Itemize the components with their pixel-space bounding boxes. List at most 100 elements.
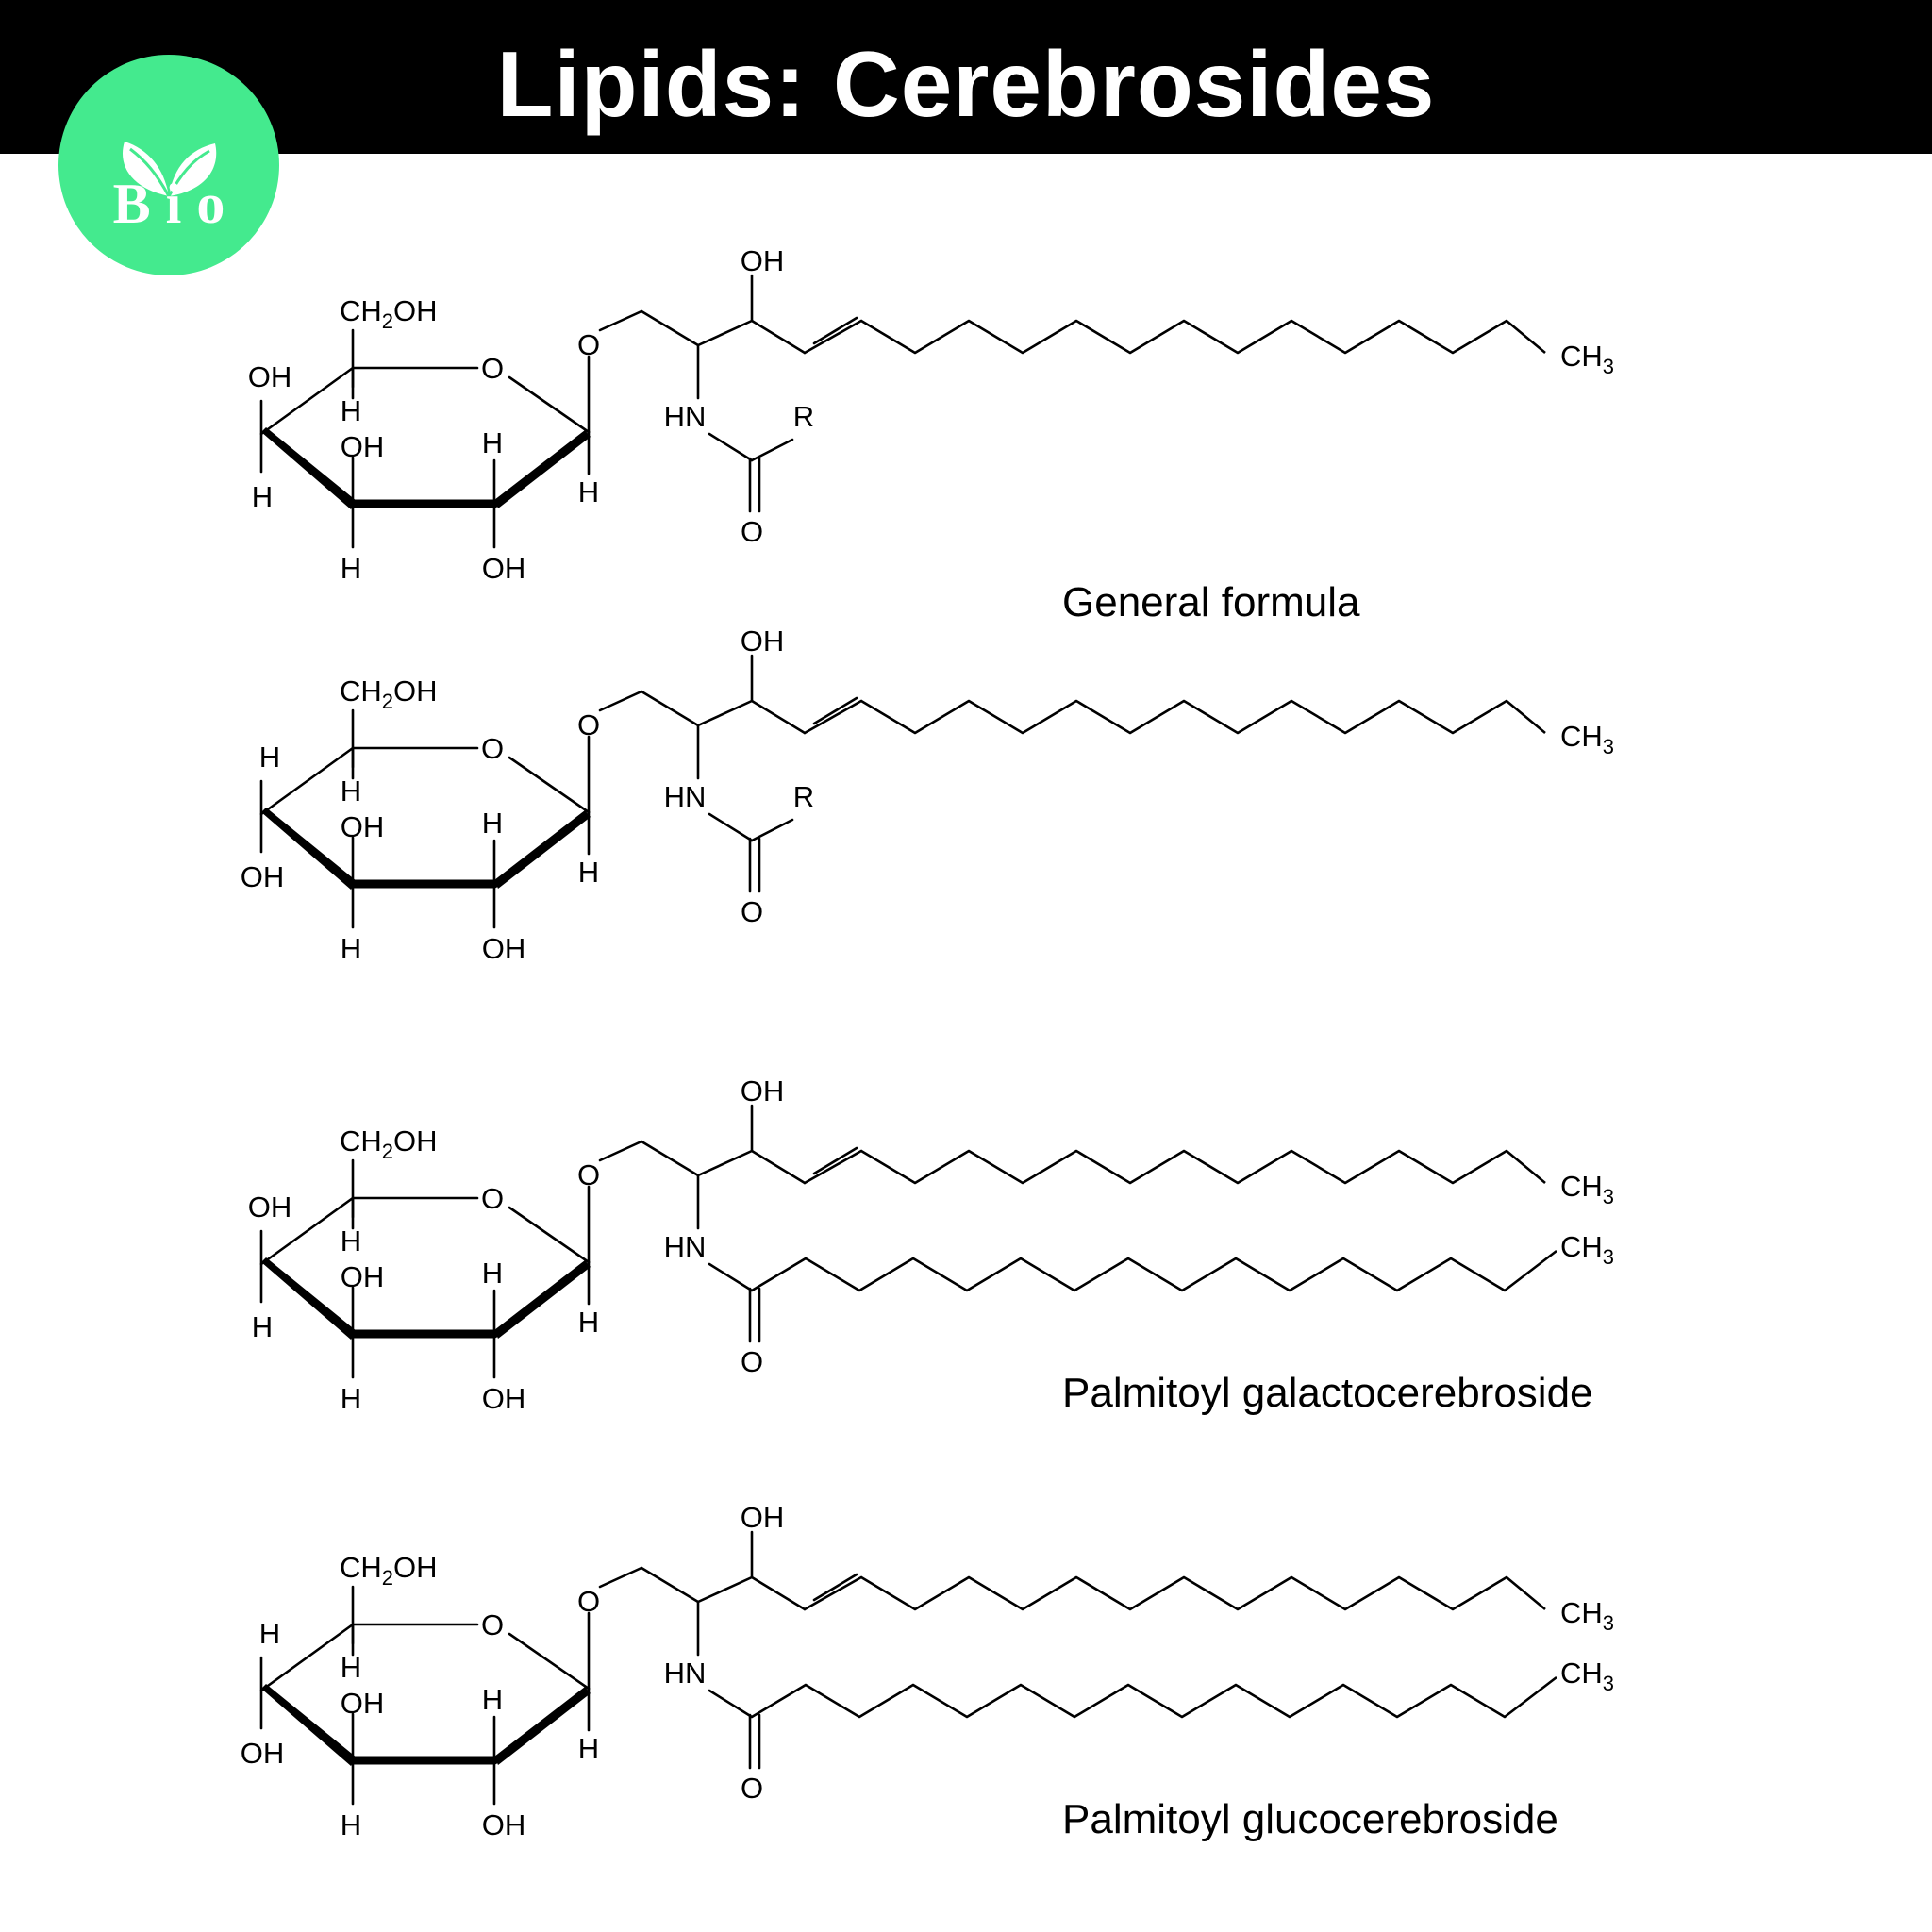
ring-bond-o-c1 — [508, 1632, 591, 1690]
c3-oh-label: OH — [341, 1687, 385, 1720]
double-bond-main — [803, 1149, 863, 1185]
leaf-icon — [122, 142, 217, 197]
ring-wedge-c2-c1 — [494, 1260, 591, 1339]
hn-label: HN — [664, 1657, 707, 1690]
ch2oh-label: CH2OH — [340, 1124, 438, 1163]
c1-h-label: H — [578, 1306, 599, 1339]
glycosidic-oxygen-label: O — [577, 1158, 600, 1191]
alkene-bond-a — [750, 699, 807, 735]
c5-h-label: H — [341, 394, 361, 427]
ring-bond-c5-c4 — [259, 1196, 355, 1266]
r-group-label: R — [793, 400, 814, 433]
r-group-label: R — [793, 780, 814, 813]
c4-top-label: OH — [248, 360, 292, 393]
c4-top-label: OH — [248, 1191, 292, 1224]
c1-h-label: H — [578, 1732, 599, 1765]
acyl-bond — [750, 438, 794, 462]
c3-oh-label: OH — [341, 1260, 385, 1293]
sphingosine-chain — [860, 1575, 1546, 1611]
ring-bond-o-c1 — [508, 756, 591, 814]
ring-wedge-c2-c1 — [494, 810, 591, 889]
c2-h-label: H — [482, 426, 503, 459]
c3-h-label: H — [341, 1382, 361, 1415]
sphingosine-chain — [860, 319, 1546, 355]
glyco-bond — [598, 309, 643, 332]
backbone-bond — [641, 309, 753, 347]
glycosidic-oxygen-label: O — [577, 1585, 600, 1618]
c3-h-label: H — [341, 932, 361, 965]
ring-oxygen-label: O — [481, 1608, 504, 1641]
header-bar — [0, 0, 1932, 154]
double-bond-second — [812, 696, 858, 725]
palmitoyl-chain — [751, 1675, 1557, 1719]
ring-oxygen-label: O — [481, 352, 504, 385]
acyl-bond — [750, 818, 794, 842]
glyco-bond — [598, 1566, 643, 1589]
sphingosine-ch3-label: CH3 — [1560, 1170, 1614, 1208]
palmitoyl-chain — [751, 1249, 1557, 1292]
backbone-oh-label: OH — [741, 244, 785, 277]
c2-h-label: H — [482, 1683, 503, 1716]
double-bond-second — [812, 1573, 858, 1602]
ring-bond-c5-c4 — [259, 746, 355, 816]
ring-bond-o-c1 — [508, 375, 591, 434]
bio-logo: Bio — [58, 55, 279, 275]
n-c-bond — [708, 1689, 754, 1719]
glycosidic-oxygen-label: O — [577, 328, 600, 361]
hn-label: HN — [664, 1230, 707, 1263]
backbone-bond — [641, 690, 753, 727]
caption-general-formula: General formula — [1062, 579, 1360, 625]
ring-wedge-c4-c3 — [261, 1684, 357, 1766]
c3-oh-label: OH — [341, 430, 385, 463]
ring-wedge-c2-c1 — [494, 1687, 591, 1765]
c4-top-label: H — [259, 1617, 280, 1650]
c1-h-label: H — [578, 856, 599, 889]
ring-wedge-c4-c3 — [261, 1257, 357, 1340]
palmitoyl-ch3-label: CH3 — [1560, 1230, 1614, 1269]
caption-palmitoyl-galactocerebroside: Palmitoyl galactocerebroside — [1062, 1370, 1593, 1416]
c4-bottom-label: OH — [241, 1737, 285, 1770]
double-bond-second — [812, 316, 858, 345]
glyco-bond — [598, 1140, 643, 1162]
glyco-bond — [598, 690, 643, 712]
ch2oh-label: CH2OH — [340, 294, 438, 333]
logo-text: Bio — [112, 173, 241, 235]
alkene-bond-a — [750, 1575, 807, 1611]
page-title: Lipids: Cerebrosides — [496, 32, 1436, 136]
carbonyl-oxygen-label: O — [741, 1345, 763, 1378]
backbone-oh-label: OH — [741, 625, 785, 658]
hn-label: HN — [664, 780, 707, 813]
ring-oxygen-label: O — [481, 1182, 504, 1215]
backbone-bond — [641, 1140, 753, 1177]
c3-h-label: H — [341, 552, 361, 585]
c2-oh-label: OH — [482, 1808, 526, 1841]
double-bond-main — [803, 699, 863, 735]
c4-bottom-label: H — [252, 1310, 273, 1343]
c1-h-label: H — [578, 475, 599, 508]
ring-wedge-c4-c3 — [261, 427, 357, 509]
c2-h-label: H — [482, 1257, 503, 1290]
double-bond-main — [803, 1575, 863, 1611]
c2-oh-label: OH — [482, 1382, 526, 1415]
alkene-bond-a — [750, 319, 807, 355]
c5-h-label: H — [341, 1651, 361, 1684]
c4-bottom-label: H — [252, 480, 273, 513]
n-c-bond — [708, 1262, 754, 1292]
alkene-bond-a — [750, 1149, 807, 1185]
sphingosine-chain — [860, 1149, 1546, 1185]
ring-bond-o-c1 — [508, 1206, 591, 1264]
caption-palmitoyl-glucocerebroside: Palmitoyl glucocerebroside — [1062, 1796, 1558, 1842]
c5-h-label: H — [341, 1224, 361, 1257]
ring-wedge-c2-c1 — [494, 430, 591, 508]
c5-h-label: H — [341, 774, 361, 808]
n-c-bond — [708, 812, 754, 842]
ring-wedge-c4-c3 — [261, 808, 357, 890]
backbone-oh-label: OH — [741, 1501, 785, 1534]
n-c-bond — [708, 432, 754, 462]
palmitoyl-ch3-label: CH3 — [1560, 1657, 1614, 1695]
sphingosine-chain — [860, 699, 1546, 735]
